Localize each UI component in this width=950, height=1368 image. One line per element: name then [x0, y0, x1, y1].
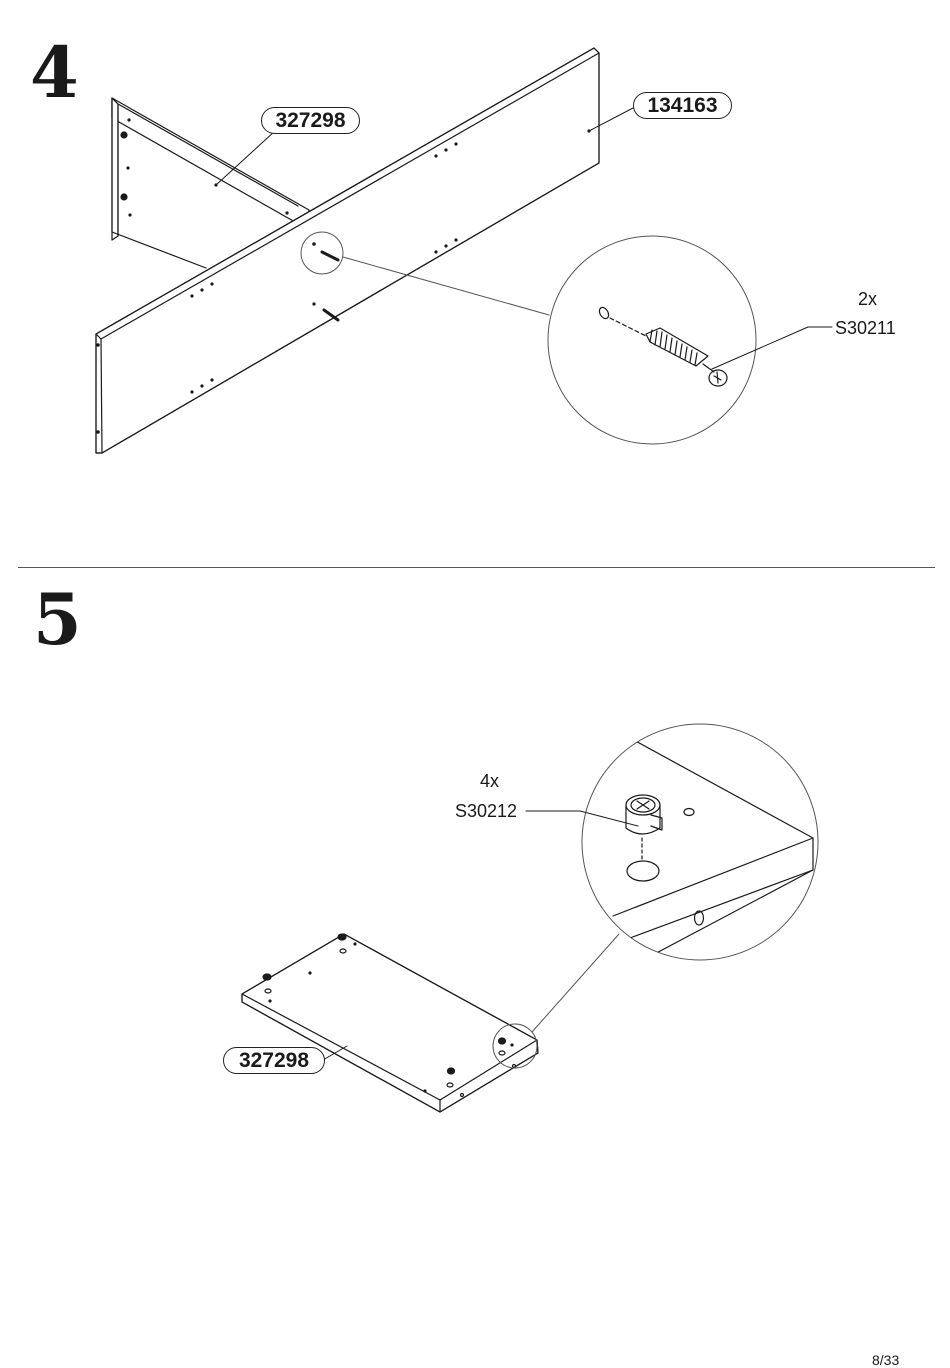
- panel-327298-step5: [242, 934, 538, 1112]
- hardware-quantity: 4x: [480, 771, 499, 792]
- detail-magnifier-step5: [493, 722, 818, 1068]
- step-number: 4: [30, 38, 79, 108]
- page-number: 8/33: [872, 1352, 899, 1368]
- part-label: 327298: [223, 1047, 325, 1074]
- hardware-code: S30212: [455, 801, 517, 822]
- hardware-code: S30211: [835, 318, 896, 339]
- hardware-quantity: 2x: [858, 289, 877, 310]
- part-label: 327298: [261, 107, 360, 134]
- section-divider: [18, 567, 935, 568]
- part-label: 134163: [633, 92, 732, 119]
- cam-lock-icon: [626, 795, 662, 834]
- step-number: 5: [33, 585, 82, 655]
